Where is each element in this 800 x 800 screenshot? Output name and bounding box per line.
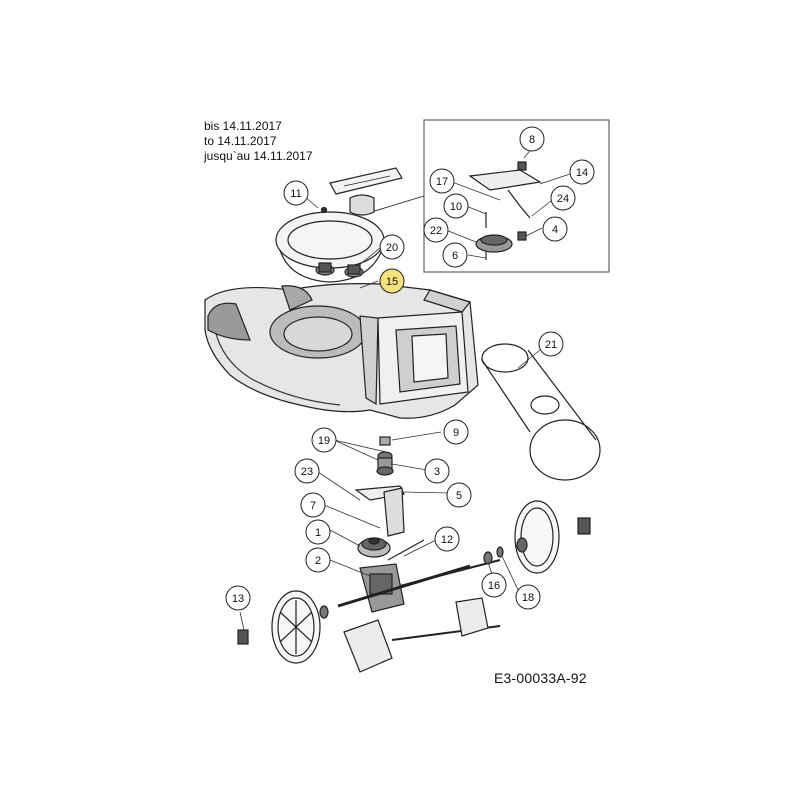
callout-number: 12 — [441, 534, 453, 546]
callout-1: 1 — [305, 519, 331, 545]
drawing-code: E3-00033A-92 — [494, 670, 587, 686]
callout-12: 12 — [434, 526, 460, 552]
callout-number: 9 — [453, 427, 459, 439]
callout-circle — [443, 193, 469, 219]
callout-circle — [515, 584, 541, 610]
mower-deck — [204, 283, 479, 419]
callout-number: 21 — [545, 339, 557, 351]
callout-number: 17 — [436, 176, 448, 188]
left-wheel — [237, 590, 329, 664]
callout-9: 9 — [443, 419, 469, 445]
callout-number: 19 — [318, 435, 330, 447]
callout-7: 7 — [300, 492, 326, 518]
callout-number: 15 — [386, 276, 398, 288]
callout-number: 14 — [576, 167, 588, 179]
callout-circle — [311, 427, 337, 453]
callout-number: 13 — [232, 593, 244, 605]
callout-circle — [442, 242, 468, 268]
callout-number: 24 — [557, 193, 569, 205]
callout-22: 22 — [423, 217, 449, 243]
callout-circle — [283, 180, 309, 206]
callout-circle — [305, 547, 331, 573]
callout-14: 14 — [569, 159, 595, 185]
callout-circle — [542, 216, 568, 242]
callout-circle — [225, 585, 251, 611]
callout-circle — [519, 126, 545, 152]
callout-number: 1 — [315, 527, 321, 539]
callout-2: 2 — [305, 547, 331, 573]
callout-circle — [429, 168, 455, 194]
callout-11: 11 — [283, 180, 309, 206]
callout-number: 23 — [301, 466, 313, 478]
callout-15: 15 — [379, 268, 405, 294]
leader-lines — [239, 147, 571, 631]
callout-circle — [423, 217, 449, 243]
callout-19: 19 — [311, 427, 337, 453]
callout-13: 13 — [225, 585, 251, 611]
callout-circle — [538, 331, 564, 357]
callout-number: 2 — [315, 555, 321, 567]
date-note-fr: jusqu`au 14.11.2017 — [204, 149, 313, 163]
right-wheel — [483, 500, 591, 574]
callout-number: 7 — [310, 500, 316, 512]
callout-number: 5 — [456, 490, 462, 502]
callout-number: 4 — [552, 224, 558, 236]
callout-circle — [379, 234, 405, 260]
callout-number: 20 — [386, 242, 398, 254]
callout-18: 18 — [515, 584, 541, 610]
callout-8: 8 — [519, 126, 545, 152]
callout-circle — [443, 419, 469, 445]
callout-6: 6 — [442, 242, 468, 268]
callout-number: 16 — [488, 580, 500, 592]
callout-20: 20 — [379, 234, 405, 260]
callout-number: 18 — [522, 592, 534, 604]
callout-circle — [481, 572, 507, 598]
callout-number: 6 — [452, 250, 458, 262]
callout-number: 22 — [430, 225, 442, 237]
callout-circle — [434, 526, 460, 552]
drive-belt — [481, 343, 601, 481]
callout-number: 11 — [290, 188, 301, 200]
callout-circle — [569, 159, 595, 185]
callout-23: 23 — [294, 458, 320, 484]
callout-circle — [446, 482, 472, 508]
callout-3: 3 — [424, 458, 450, 484]
callout-circle — [300, 492, 326, 518]
date-note-de: bis 14.11.2017 — [204, 119, 282, 133]
callout-circle — [550, 185, 576, 211]
callout-circle — [379, 268, 405, 294]
callout-circle — [294, 458, 320, 484]
date-note-en: to 14.11.2017 — [204, 134, 277, 148]
callout-circle — [305, 519, 331, 545]
callout-21: 21 — [538, 331, 564, 357]
axle-brackets — [343, 597, 489, 673]
callout-number: 10 — [450, 201, 462, 213]
callout-24: 24 — [550, 185, 576, 211]
callout-16: 16 — [481, 572, 507, 598]
inset-parts — [468, 161, 542, 260]
motor-mount-plate — [275, 167, 403, 283]
callout-10: 10 — [443, 193, 469, 219]
callout-5: 5 — [446, 482, 472, 508]
callout-number: 8 — [529, 134, 535, 146]
callout-circle — [424, 458, 450, 484]
callout-17: 17 — [429, 168, 455, 194]
gearbox-assembly — [337, 436, 501, 641]
callout-number: 3 — [434, 466, 440, 478]
callout-4: 4 — [542, 216, 568, 242]
